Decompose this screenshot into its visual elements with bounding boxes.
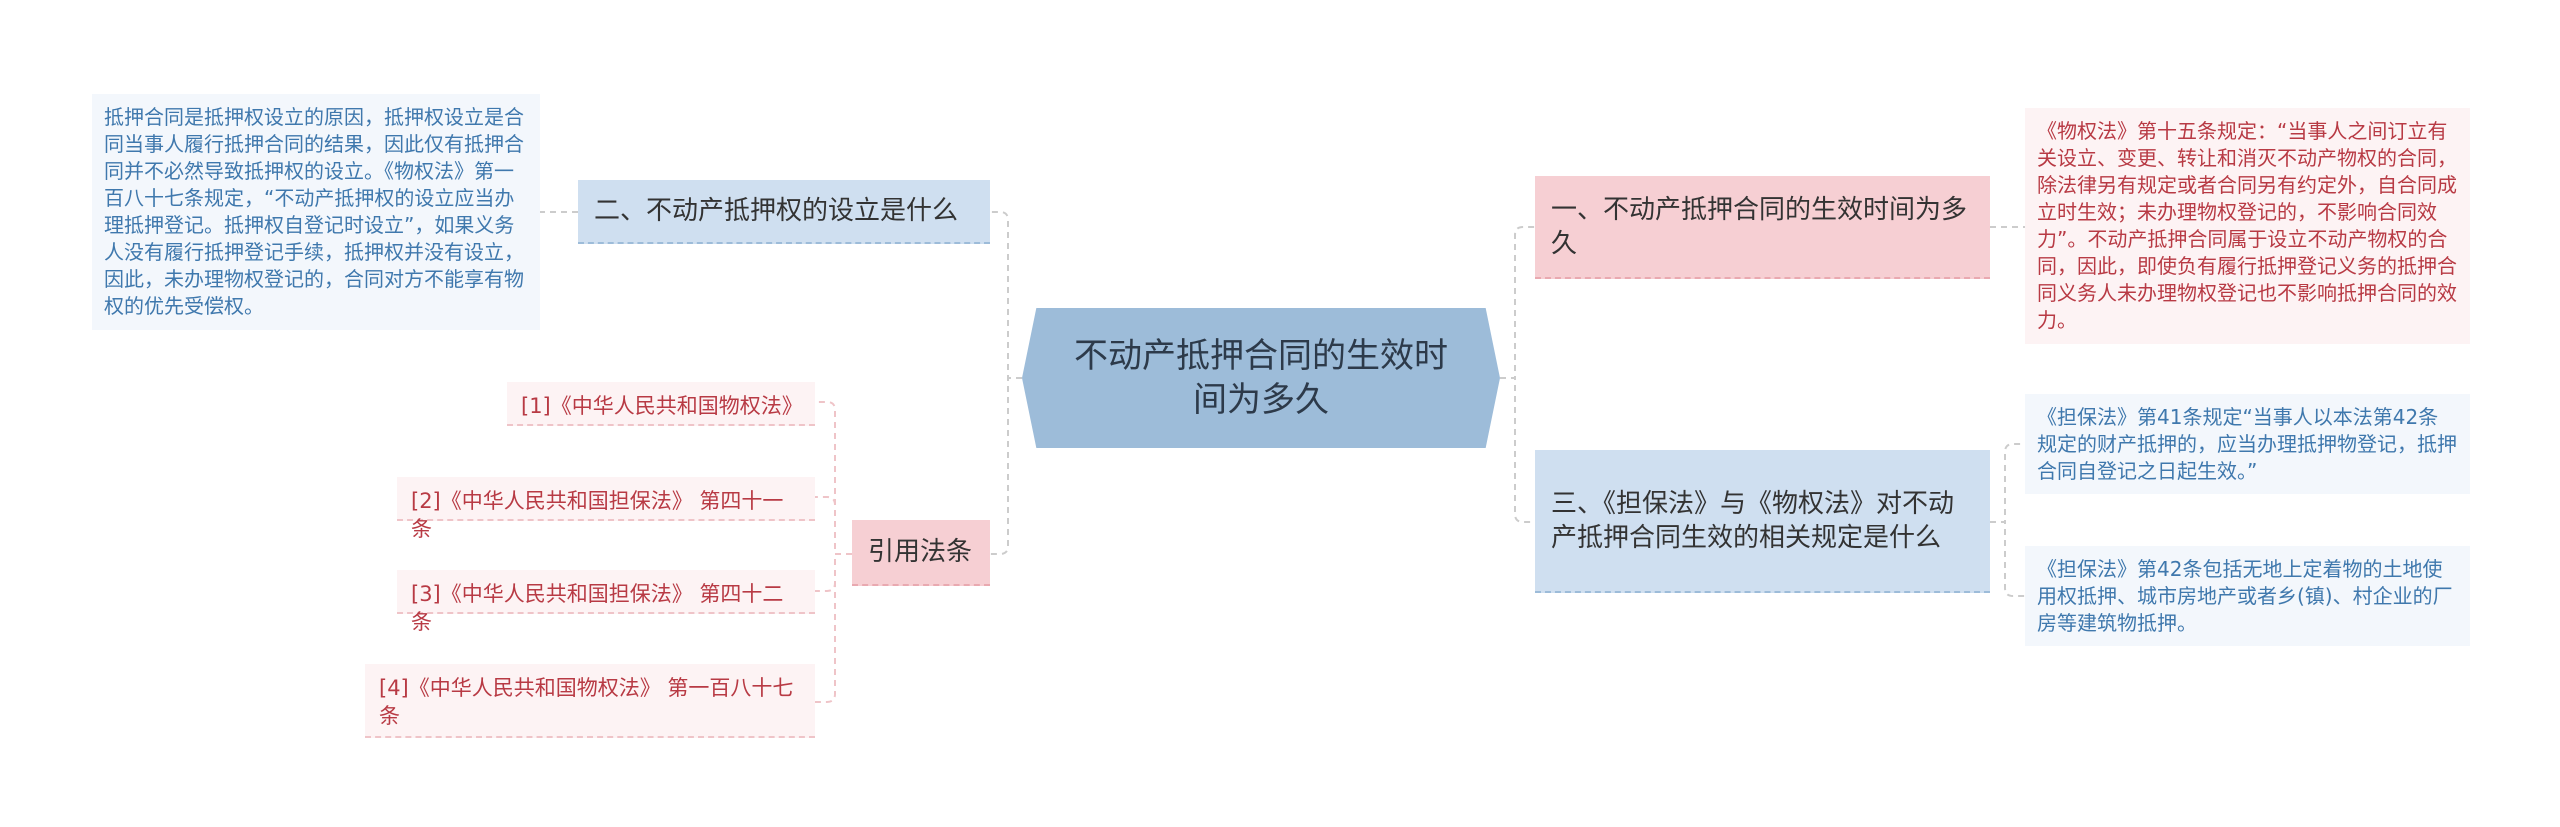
center-topic-label: 不动产抵押合同的生效时间为多久 — [1074, 336, 1448, 420]
connector-refs-2 — [815, 496, 852, 555]
leaf-property-law-article-15: 《物权法》第十五条规定：“当事人之间订立有关设立、变更、转让和消灭不动产物权的合… — [2025, 108, 2470, 344]
connector-center-b1 — [1500, 226, 1535, 379]
reference-item[interactable]: [1]《中华人民共和国物权法》 — [507, 382, 815, 426]
branch-law-provisions-label: 三、《担保法》与《物权法》对不动产抵押合同生效的相关规定是什么 — [1551, 488, 1955, 553]
connector-center-b3 — [1500, 377, 1535, 523]
connector-b3-leaf2 — [1990, 521, 2025, 597]
leaf-guarantee-law-article-42-text: 《担保法》第42条包括无地上定着物的土地使用权抵押、城市房地产或者乡(镇)、村企… — [2037, 557, 2453, 635]
connector-center-refs — [990, 377, 1022, 555]
branch-effective-time[interactable]: 一、不动产抵押合同的生效时间为多久 — [1535, 176, 1990, 279]
reference-item-text: [1]《中华人民共和国物权法》 — [521, 394, 803, 418]
leaf-guarantee-law-article-42: 《担保法》第42条包括无地上定着物的土地使用权抵押、城市房地产或者乡(镇)、村企… — [2025, 546, 2470, 646]
branch-effective-time-label: 一、不动产抵押合同的生效时间为多久 — [1551, 194, 1968, 259]
connector-b3-leaf1 — [1990, 443, 2025, 523]
reference-item-text: [3]《中华人民共和国担保法》 第四十二条 — [411, 582, 784, 634]
leaf-guarantee-law-article-41: 《担保法》第41条规定“当事人以本法第42条规定的财产抵押的，应当办理抵押物登记… — [2025, 394, 2470, 494]
branch-law-provisions[interactable]: 三、《担保法》与《物权法》对不动产抵押合同生效的相关规定是什么 — [1535, 450, 1990, 593]
branch-references-label: 引用法条 — [868, 537, 973, 567]
center-topic[interactable]: 不动产抵押合同的生效时间为多久 — [1022, 308, 1500, 448]
connector-refs-3 — [815, 553, 852, 592]
reference-item-text: [4]《中华人民共和国物权法》 第一百八十七条 — [379, 676, 794, 728]
branch-mortgage-establishment-label: 二、不动产抵押权的设立是什么 — [594, 196, 959, 226]
leaf-property-law-article-15-text: 《物权法》第十五条规定：“当事人之间订立有关设立、变更、转让和消灭不动产物权的合… — [2037, 119, 2457, 332]
reference-item[interactable]: [4]《中华人民共和国物权法》 第一百八十七条 — [365, 664, 815, 738]
connector-refs-1 — [815, 401, 852, 555]
reference-item-text: [2]《中华人民共和国担保法》 第四十一条 — [411, 489, 784, 541]
branch-mortgage-establishment[interactable]: 二、不动产抵押权的设立是什么 — [578, 180, 990, 244]
leaf-mortgage-establishment-detail-text: 抵押合同是抵押权设立的原因，抵押权设立是合同当事人履行抵押合同的结果，因此仅有抵… — [104, 105, 524, 318]
branch-references[interactable]: 引用法条 — [852, 520, 990, 586]
leaf-mortgage-establishment-detail: 抵押合同是抵押权设立的原因，抵押权设立是合同当事人履行抵押合同的结果，因此仅有抵… — [92, 94, 540, 330]
connector-refs-4 — [815, 553, 852, 703]
connector-center-b2 — [990, 211, 1022, 379]
reference-item[interactable]: [2]《中华人民共和国担保法》 第四十一条 — [397, 477, 815, 541]
leaf-guarantee-law-article-41-text: 《担保法》第41条规定“当事人以本法第42条规定的财产抵押的，应当办理抵押物登记… — [2037, 405, 2457, 483]
reference-item[interactable]: [3]《中华人民共和国担保法》 第四十二条 — [397, 570, 815, 634]
